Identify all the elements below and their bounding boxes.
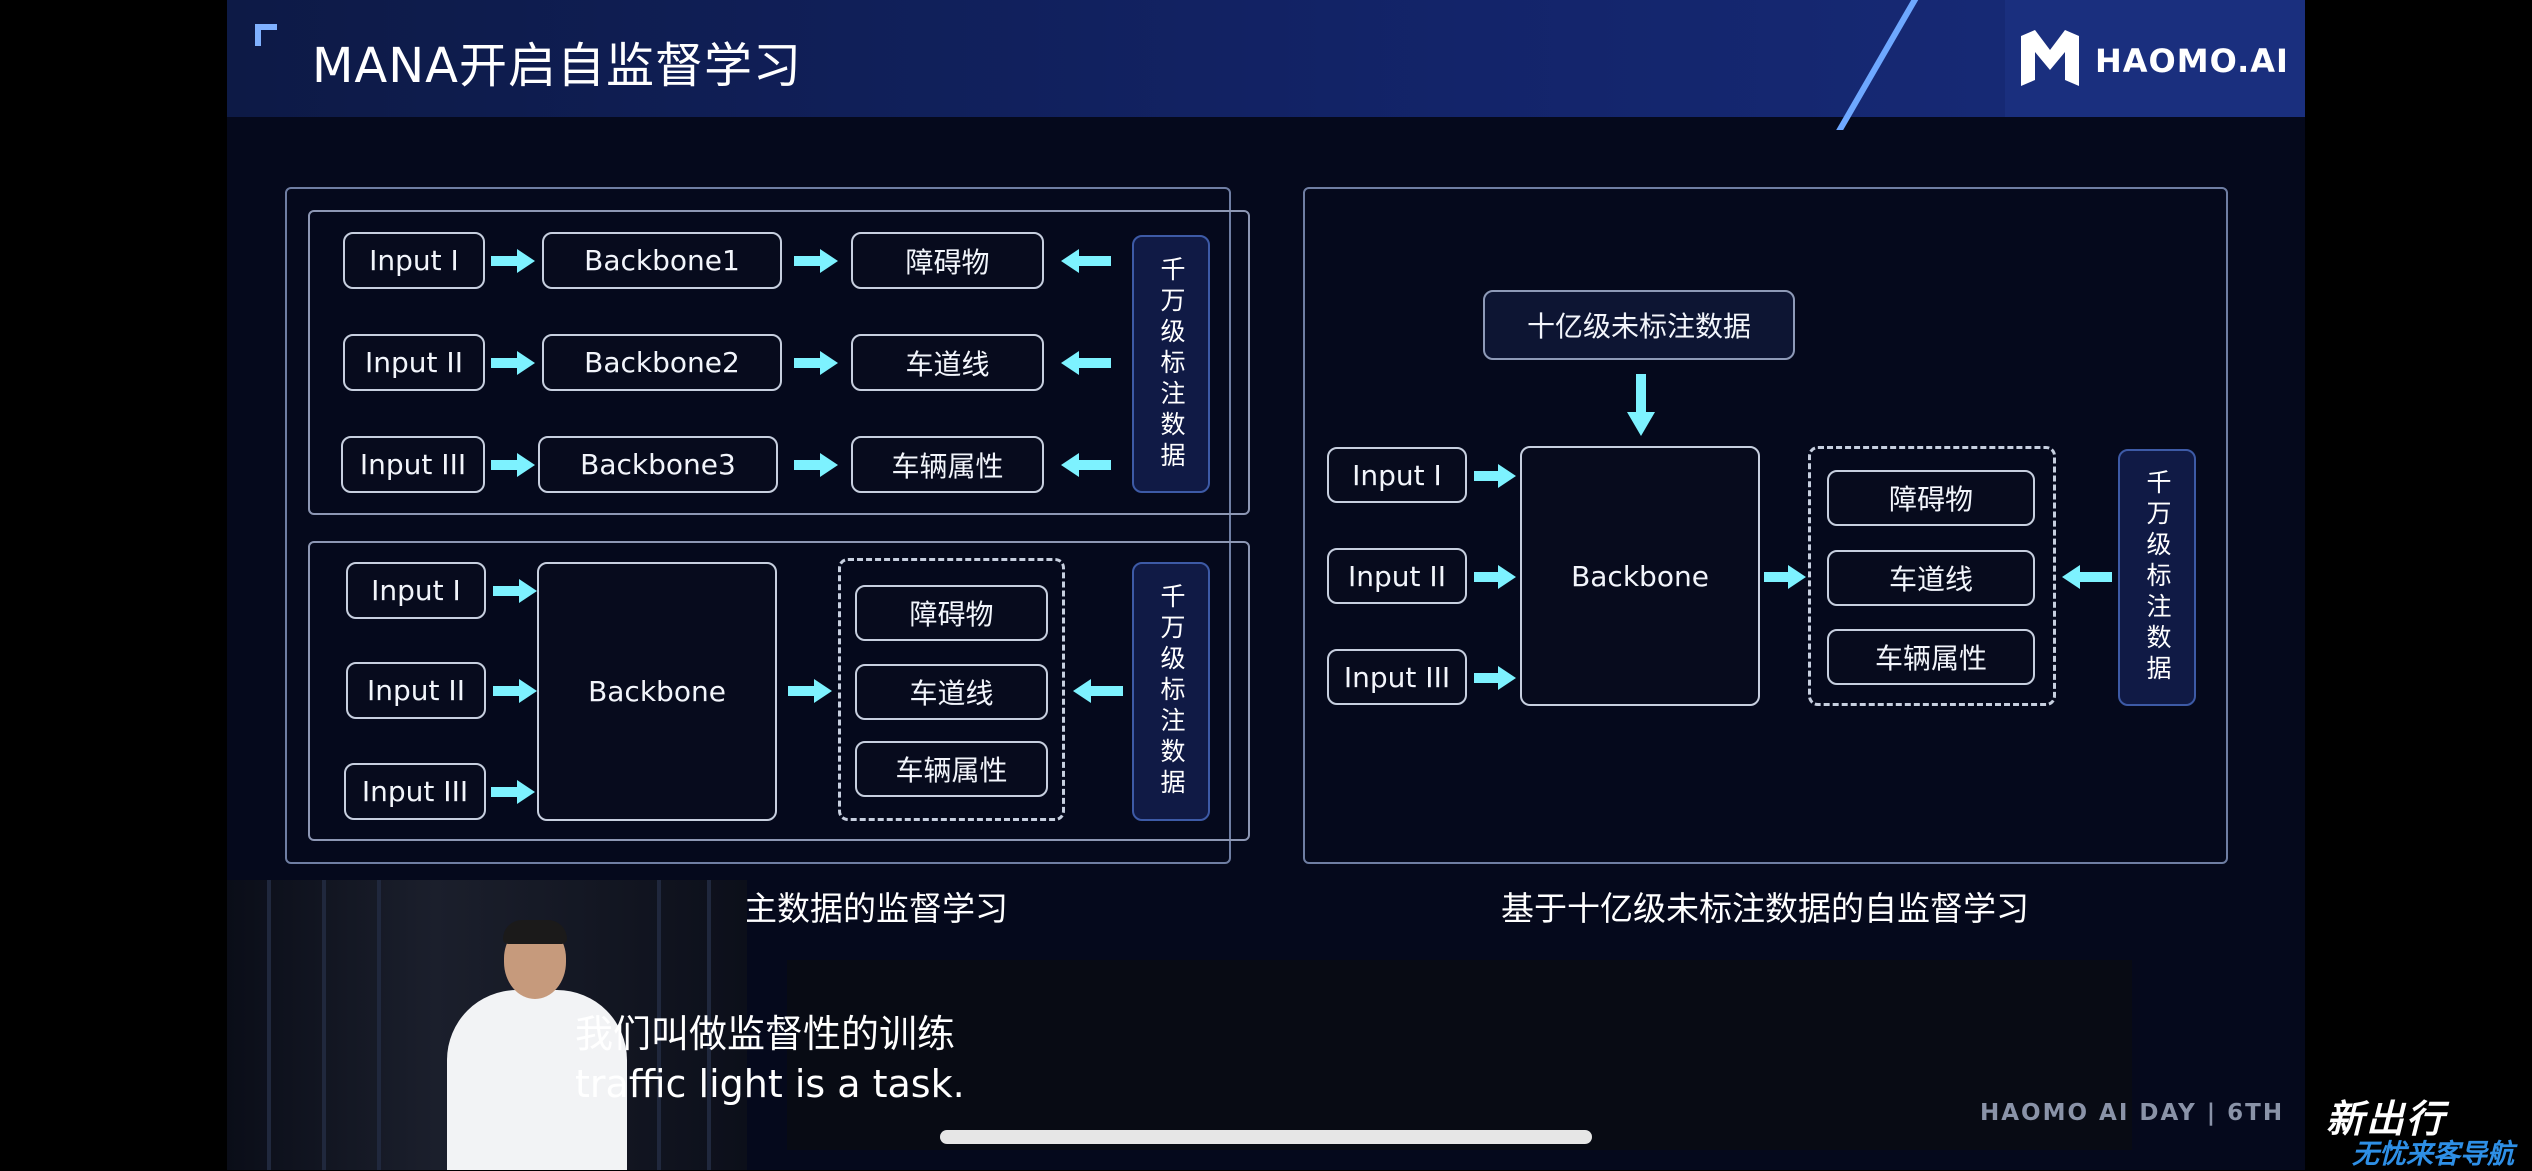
right-panel-caption: 基于十亿级未标注数据的自监督学习 [1501,889,2029,928]
watermark-subtitle: 无忧来客导航 [2352,1139,2514,1170]
arrow-right-icon [794,453,838,477]
subtitle-line-english: traffic light is a task. [575,1062,965,1106]
arrow-left-icon [2062,565,2112,589]
arrow-down-icon [1627,374,1655,436]
input-box: Input III [1327,649,1467,705]
input-box: Input I [346,562,486,619]
arrow-right-icon [1474,464,1516,488]
task-box: 车道线 [851,334,1044,391]
arrow-right-icon [491,453,535,477]
task-box: 车辆属性 [855,741,1048,797]
arrow-right-icon [491,249,535,273]
input-box: Input I [1327,447,1467,503]
watermark-title: 新出行 [2326,1097,2447,1141]
event-tag: HAOMO AI DAY | 6TH [1980,1100,2285,1126]
task-box: 障碍物 [1827,470,2035,526]
labeled-data-label: 千万级标注数据 [2118,449,2196,706]
task-box: 车道线 [855,664,1048,720]
shared-backbone-box: Backbone [537,562,777,821]
arrow-right-icon [1764,565,1806,589]
presentation-slide: MANA开启自监督学习 HAOMO.AI Input I Backbone1 障… [227,0,2305,1170]
labeled-data-label: 千万级标注数据 [1132,235,1210,493]
arrow-left-icon [1061,453,1111,477]
slide-title: MANA开启自监督学习 [312,38,802,94]
labeled-data-label: 千万级标注数据 [1132,562,1210,821]
backbone-box: Backbone2 [542,334,782,391]
stage-stripe [377,880,381,1170]
labeled-data-text: 千万级标注数据 [1157,583,1186,800]
home-indicator-bar[interactable] [940,1130,1592,1144]
arrow-left-icon [1073,679,1123,703]
input-box: Input II [346,662,486,719]
corner-bracket-icon [255,24,277,46]
task-box: 障碍物 [851,232,1044,289]
input-box: Input II [1327,548,1467,604]
task-box: 车道线 [1827,550,2035,606]
arrow-right-icon [794,249,838,273]
self-supervised-learning-panel [1303,187,2228,864]
task-heads-dashed-group [838,558,1065,821]
shared-backbone-group [308,541,1250,841]
supervised-learning-panel [285,187,1231,864]
arrow-right-icon [491,780,535,804]
labeled-data-text: 千万级标注数据 [1157,255,1186,473]
input-box: Input I [343,232,485,289]
speaker-hair [503,920,567,944]
arrow-left-icon [1061,351,1111,375]
backbone-box: Backbone1 [542,232,782,289]
header-slash-decoration [1836,0,1924,130]
input-box: Input II [343,334,485,391]
subtitle-line-chinese: 我们叫做监督性的训练 [575,1012,956,1056]
stage-stripe [322,880,326,1170]
logo-text: HAOMO.AI [2095,42,2289,80]
haomo-m-logo-icon [2021,30,2079,86]
left-panel-caption: 主数据的监督学习 [744,889,1008,928]
arrow-right-icon [1474,666,1516,690]
arrow-right-icon [493,679,537,703]
separate-backbones-group [308,210,1250,515]
input-box: Input III [344,763,486,820]
arrow-left-icon [1061,249,1111,273]
shared-backbone-box: Backbone [1520,446,1760,706]
labeled-data-text: 千万级标注数据 [2143,469,2172,686]
stage-stripe [267,880,271,1170]
unlabeled-data-box: 十亿级未标注数据 [1483,290,1795,360]
arrow-right-icon [1474,565,1516,589]
task-box: 车辆属性 [851,436,1044,493]
speaker-body [447,990,627,1170]
subtitle-background [787,960,2132,1150]
stage-stripe [657,880,661,1170]
slide-header: MANA开启自监督学习 HAOMO.AI [227,0,2305,130]
arrow-right-icon [491,351,535,375]
task-heads-dashed-group [1808,446,2056,706]
arrow-right-icon [493,579,537,603]
arrow-right-icon [794,351,838,375]
arrow-right-icon [788,679,832,703]
input-box: Input III [341,436,485,493]
stage-stripe [707,880,711,1170]
task-box: 障碍物 [855,585,1048,641]
backbone-box: Backbone3 [538,436,778,493]
task-box: 车辆属性 [1827,629,2035,685]
